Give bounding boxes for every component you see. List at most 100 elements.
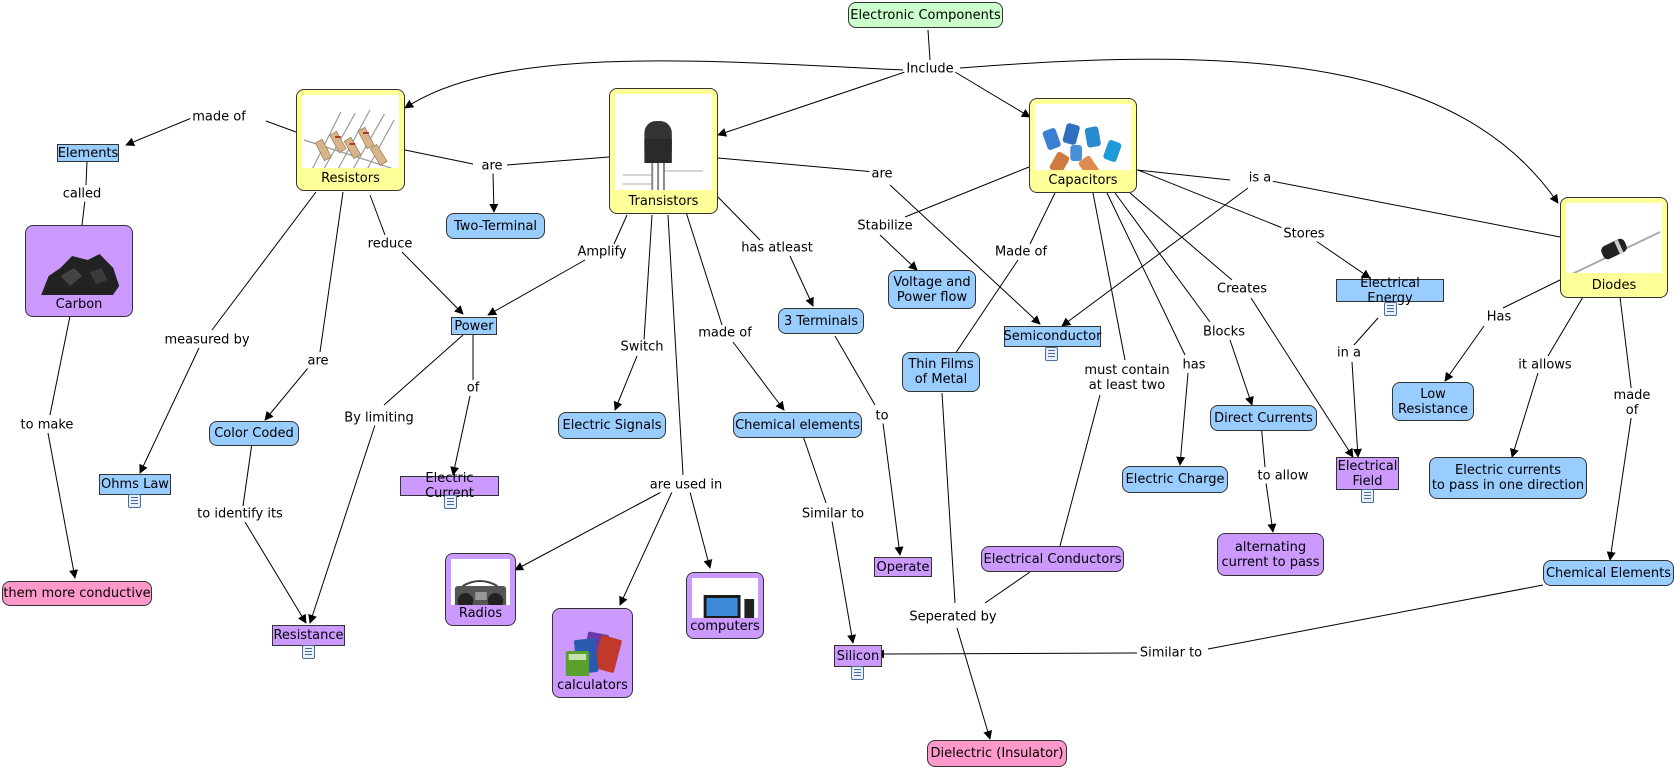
node-chemical-elements-2[interactable]: Chemical Elements	[1543, 560, 1674, 586]
link-reduce[interactable]: reduce	[365, 236, 415, 252]
node-computers[interactable]: computers	[686, 572, 764, 639]
link-made-of-transistors[interactable]: made of	[696, 325, 754, 341]
node-electric-currents-direction[interactable]: Electric currents to pass in one directi…	[1429, 457, 1587, 499]
link-are-semiconductor[interactable]: are	[869, 166, 895, 182]
node-radios[interactable]: Radios	[445, 553, 516, 626]
link-stores[interactable]: Stores	[1281, 226, 1327, 242]
node-electrical-conductors[interactable]: Electrical Conductors	[981, 546, 1124, 572]
link-measured-by[interactable]: measured by	[162, 332, 252, 348]
diode-image	[1566, 203, 1662, 273]
node-voltage-power-flow[interactable]: Voltage and Power flow	[888, 270, 976, 309]
link-are-used-in[interactable]: are used in	[647, 477, 725, 493]
edge-trans-madeof	[685, 211, 723, 326]
edge-similar2-silicon	[875, 649, 1138, 659]
link-has-atleast[interactable]: has atleast	[739, 240, 815, 256]
edge-are-twoterminal	[489, 172, 499, 213]
node-electric-signals[interactable]: Electric Signals	[558, 412, 666, 439]
link-made-of-capacitors[interactable]: Made of	[992, 244, 1050, 260]
link-in-a[interactable]: in a	[1335, 345, 1363, 361]
silicon-document-icon[interactable]	[851, 666, 864, 680]
node-dielectric[interactable]: Dielectric (Insulator)	[927, 740, 1067, 767]
node-resistors[interactable]: Resistors	[296, 89, 405, 191]
node-silicon[interactable]: Silicon	[834, 645, 882, 667]
link-has-diodes[interactable]: Has	[1484, 309, 1514, 325]
edge-resistors-are3	[319, 191, 344, 353]
edge-madeof-chem2	[1606, 411, 1633, 561]
node-semiconductor[interactable]: Semiconductor	[1004, 326, 1101, 347]
edge-include-resistors	[404, 60, 904, 109]
resistance-document-icon[interactable]	[302, 645, 315, 659]
link-amplify[interactable]: Amplify	[575, 244, 629, 260]
node-electrical-energy[interactable]: Electrical Energy	[1336, 276, 1444, 306]
node-electric-current[interactable]: Electric Current	[400, 471, 499, 501]
edge-reduce-power	[401, 251, 464, 315]
edge-similar-silicon	[831, 520, 857, 644]
link-similar-to[interactable]: Similar to	[799, 506, 867, 522]
link-has[interactable]: has	[1180, 357, 1208, 373]
node-electronic-components[interactable]: Electronic Components	[848, 2, 1003, 28]
edge-creates-field	[1250, 297, 1354, 458]
node-carbon[interactable]: Carbon	[25, 225, 133, 317]
link-called[interactable]: called	[60, 186, 104, 202]
edge-carbon-tomake	[49, 315, 71, 416]
node-thin-films[interactable]: Thin Films of Metal	[902, 352, 980, 392]
link-of[interactable]: of	[464, 380, 482, 396]
link-creates[interactable]: Creates	[1215, 281, 1269, 297]
electric-current-document-icon[interactable]	[444, 495, 457, 509]
link-seperated-by[interactable]: Seperated by	[907, 609, 999, 625]
link-to-allow[interactable]: to allow	[1255, 468, 1311, 484]
link-must-contain[interactable]: must contain at least two	[1082, 363, 1172, 393]
link-by-limiting[interactable]: By limiting	[342, 410, 416, 426]
node-alternating-current[interactable]: alternating current to pass	[1217, 533, 1324, 576]
node-power[interactable]: Power	[451, 317, 497, 335]
link-include[interactable]: Include	[904, 61, 956, 77]
ohms-law-document-icon[interactable]	[128, 494, 141, 508]
link-made-of-diodes[interactable]: made of	[1610, 388, 1654, 418]
link-switch[interactable]: Switch	[618, 339, 666, 355]
edge-power-bylimiting	[383, 334, 464, 406]
edge-cap-creates	[1129, 192, 1233, 281]
link-to-identify-its[interactable]: to identify its	[195, 506, 285, 522]
electrical-field-document-icon[interactable]	[1361, 489, 1374, 503]
edge-energy-ina	[1353, 317, 1379, 346]
edge-cap-mustcontain	[1092, 192, 1126, 361]
node-direct-currents[interactable]: Direct Currents	[1210, 405, 1317, 431]
edge-madeof-thinfilms	[954, 259, 1019, 355]
node-low-resistance[interactable]: Low Resistance	[1392, 382, 1474, 421]
node-them-more-conductive[interactable]: them more conductive	[2, 581, 152, 606]
transistor-image	[615, 94, 712, 190]
link-are[interactable]: are	[479, 158, 505, 174]
node-two-terminal[interactable]: Two-Terminal	[446, 213, 545, 239]
node-ohms-law[interactable]: Ohms Law	[99, 474, 171, 495]
node-operate[interactable]: Operate	[874, 557, 932, 577]
link-stabilize[interactable]: Stabilize	[855, 218, 915, 234]
link-to[interactable]: to	[873, 408, 891, 424]
node-calculators[interactable]: calculators	[552, 608, 633, 698]
link-similar-to-2[interactable]: Similar to	[1137, 645, 1205, 661]
link-to-make[interactable]: to make	[18, 417, 76, 433]
edge-bylimiting-resistance	[308, 424, 376, 624]
node-diodes[interactable]: Diodes	[1560, 197, 1668, 298]
electrical-energy-document-icon[interactable]	[1384, 302, 1397, 316]
node-chemical-elements-1[interactable]: Chemical elements	[733, 412, 862, 438]
link-it-allows[interactable]: it allows	[1516, 357, 1574, 373]
node-resistance[interactable]: Resistance	[272, 625, 345, 646]
link-made-of[interactable]: made of	[190, 109, 248, 125]
edge-stores-energy	[1315, 240, 1371, 279]
calculators-image	[558, 614, 627, 676]
link-are-color[interactable]: are	[305, 353, 331, 369]
link-blocks[interactable]: Blocks	[1201, 324, 1247, 340]
edge-hasatleast-3term	[789, 255, 814, 307]
link-is-a[interactable]: is a	[1246, 170, 1274, 186]
semiconductor-document-icon[interactable]	[1045, 347, 1058, 361]
node-electric-charge[interactable]: Electric Charge	[1122, 466, 1228, 493]
edge-stabilize-voltage	[879, 234, 918, 271]
node-3-terminals[interactable]: 3 Terminals	[778, 308, 864, 334]
node-elements[interactable]: Elements	[57, 144, 119, 162]
node-color-coded[interactable]: Color Coded	[209, 421, 299, 446]
node-transistors[interactable]: Transistors	[609, 88, 718, 214]
edge-trans-are	[506, 156, 610, 166]
node-electrical-field[interactable]: Electrical Field	[1336, 457, 1399, 490]
node-capacitors[interactable]: Capacitors	[1029, 98, 1137, 193]
